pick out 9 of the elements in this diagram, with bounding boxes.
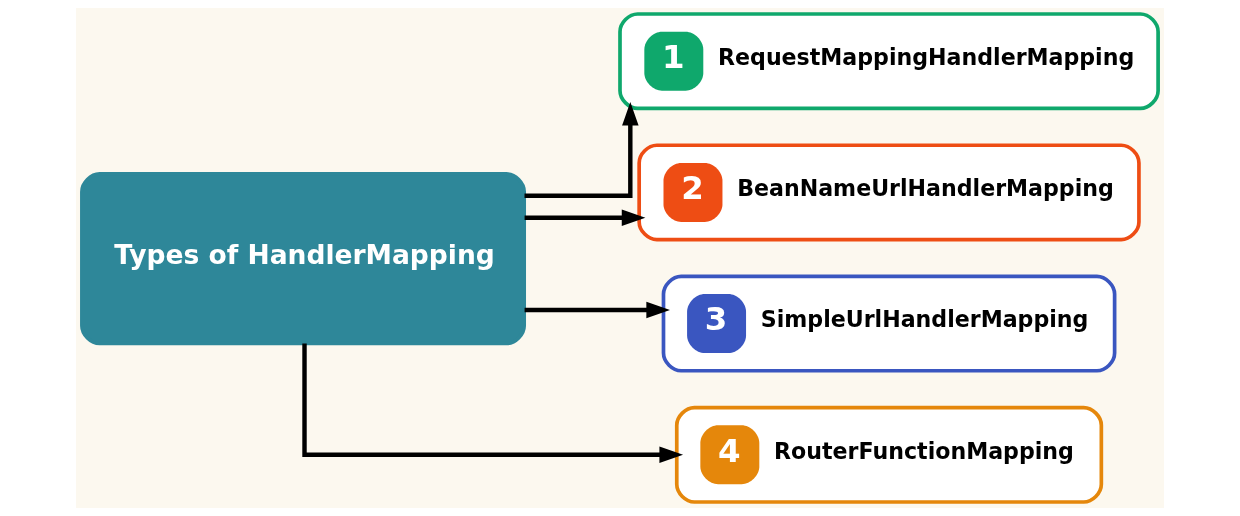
- node-box: 2 BeanNameUrlHandlerMapping: [637, 143, 1141, 242]
- arrow: [302, 343, 684, 464]
- node-box: 4 RouterFunctionMapping: [674, 405, 1104, 504]
- node-box: Types of HandlerMapping: [80, 172, 526, 346]
- arrow: [524, 101, 639, 199]
- node-box: 1 RequestMappingHandlerMapping: [618, 12, 1160, 111]
- arrow: [524, 209, 646, 226]
- arrow: [524, 301, 670, 319]
- node-box: 3 SimpleUrlHandlerMapping: [661, 274, 1117, 373]
